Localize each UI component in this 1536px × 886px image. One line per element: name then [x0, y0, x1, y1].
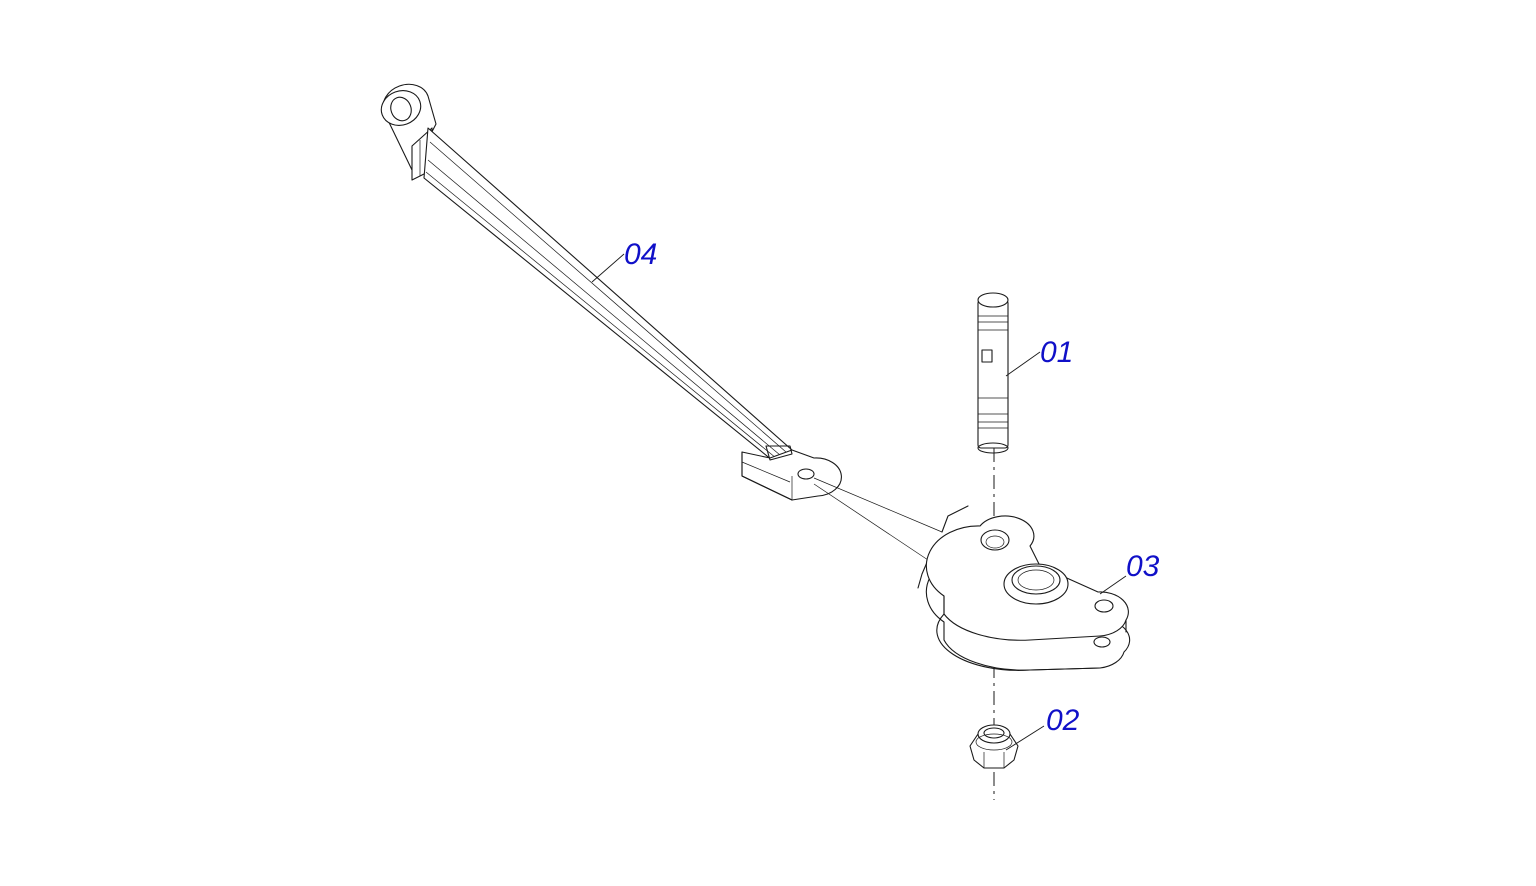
callout-03: 03: [1126, 550, 1160, 583]
part-02-nut: 02: [969, 704, 1080, 769]
part-03-cam-plate: 03: [925, 515, 1160, 671]
callout-01: 01: [1040, 336, 1073, 369]
part-01-pin: 01: [977, 292, 1073, 454]
callout-04: 04: [624, 238, 657, 271]
part-04-link-arm: 04: [380, 83, 842, 501]
callout-02: 02: [1046, 704, 1080, 737]
